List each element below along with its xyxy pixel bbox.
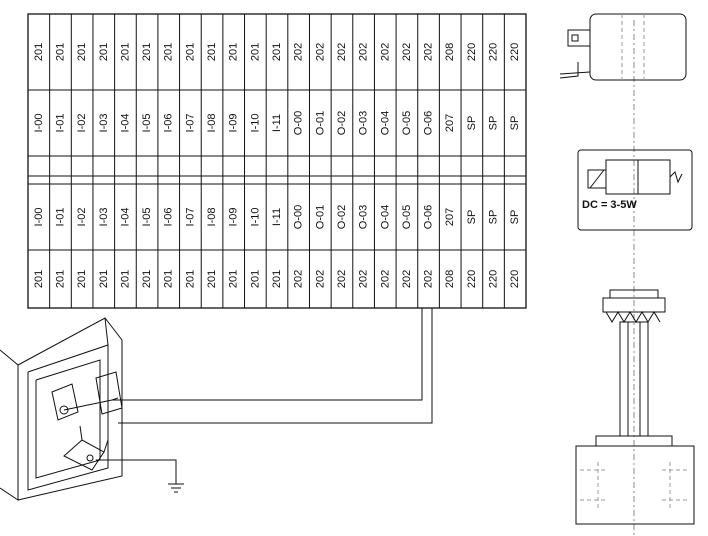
terminal-number: 220 <box>488 270 500 288</box>
terminal-label: SP <box>509 116 521 131</box>
terminal-label: I-08 <box>206 208 218 227</box>
terminal-number: 201 <box>163 270 175 288</box>
terminal-number: 201 <box>184 43 196 61</box>
terminal-label: I-02 <box>76 208 88 227</box>
terminal-label: O-01 <box>314 111 326 135</box>
terminal-number: 201 <box>206 43 218 61</box>
terminal-label: I-05 <box>141 208 153 227</box>
terminal-number: 202 <box>423 43 435 61</box>
terminal-label: SP <box>466 210 478 225</box>
terminal-label: I-01 <box>54 114 66 133</box>
terminal-label: SP <box>488 210 500 225</box>
terminal-number: 201 <box>76 270 88 288</box>
terminal-number: 201 <box>206 270 218 288</box>
terminal-label: I-03 <box>98 114 110 133</box>
connector-plug-illustration <box>0 317 123 501</box>
terminal-label: I-03 <box>98 208 110 227</box>
terminal-number: 202 <box>336 270 348 288</box>
terminal-number: 202 <box>336 43 348 61</box>
terminal-label: O-03 <box>358 111 370 135</box>
terminal-number: 202 <box>293 43 305 61</box>
terminal-label: I-06 <box>163 114 175 133</box>
terminal-number: 202 <box>358 270 370 288</box>
terminal-label: I-06 <box>163 208 175 227</box>
terminal-label: O-00 <box>293 205 305 229</box>
terminal-number: 201 <box>141 270 153 288</box>
terminal-label: I-07 <box>184 114 196 133</box>
terminal-number: 202 <box>314 43 326 61</box>
terminal-label: I-09 <box>228 114 240 133</box>
terminal-number: 202 <box>401 43 413 61</box>
terminal-label: I-09 <box>228 208 240 227</box>
terminal-label: O-04 <box>379 205 391 229</box>
terminal-label: O-06 <box>423 111 435 135</box>
terminal-number: 201 <box>76 43 88 61</box>
terminal-number: 202 <box>423 270 435 288</box>
valve-assembly-illustration: DC = 3-5W <box>559 13 695 536</box>
terminal-number: 202 <box>379 270 391 288</box>
terminal-label: I-01 <box>54 208 66 227</box>
terminal-label: I-04 <box>119 208 131 227</box>
terminal-label: I-11 <box>271 208 283 226</box>
terminal-label: 207 <box>444 208 456 226</box>
terminal-number: 202 <box>358 43 370 61</box>
terminal-number: 201 <box>54 43 66 61</box>
terminal-number: 201 <box>249 270 261 288</box>
terminal-number: 202 <box>293 270 305 288</box>
terminal-number: 201 <box>184 270 196 288</box>
terminal-label: I-11 <box>271 114 283 132</box>
terminal-number: 201 <box>271 43 283 61</box>
terminal-label: O-02 <box>336 205 348 229</box>
terminal-number: 202 <box>379 43 391 61</box>
terminal-label: O-06 <box>423 205 435 229</box>
terminal-number: 220 <box>466 43 478 61</box>
terminal-number: 201 <box>228 270 240 288</box>
terminal-number: 208 <box>444 43 456 61</box>
terminal-label: O-01 <box>314 205 326 229</box>
terminal-number: 201 <box>98 270 110 288</box>
terminal-label: I-08 <box>206 114 218 133</box>
terminal-number: 220 <box>509 270 521 288</box>
terminal-label: I-10 <box>249 208 261 227</box>
terminal-label: I-00 <box>33 208 45 227</box>
terminal-label: SP <box>509 210 521 225</box>
power-rating-note: DC = 3-5W <box>582 199 637 211</box>
terminal-number: 220 <box>509 43 521 61</box>
terminal-number: 202 <box>314 270 326 288</box>
terminal-number: 201 <box>33 270 45 288</box>
terminal-number: 201 <box>119 43 131 61</box>
terminal-number: 201 <box>228 43 240 61</box>
terminal-number: 201 <box>33 43 45 61</box>
ground-icon <box>168 483 184 493</box>
terminal-label: O-00 <box>293 111 305 135</box>
terminal-label: I-10 <box>249 114 261 133</box>
terminal-label: SP <box>466 116 478 131</box>
terminal-label: I-02 <box>76 114 88 133</box>
terminal-label: 207 <box>444 114 456 132</box>
terminal-label: SP <box>488 116 500 131</box>
terminal-number: 220 <box>488 43 500 61</box>
terminal-label: O-04 <box>379 111 391 135</box>
terminal-number: 201 <box>271 270 283 288</box>
terminal-number: 201 <box>163 43 175 61</box>
terminal-label: I-05 <box>141 114 153 133</box>
terminal-label: I-00 <box>33 114 45 133</box>
terminal-number: 220 <box>466 270 478 288</box>
terminal-label: O-05 <box>401 111 413 135</box>
terminal-block-table: 201 201 201 201 201 201 201 201 201 201 201 201 202 2… <box>27 13 527 309</box>
terminal-number: 201 <box>249 43 261 61</box>
terminal-label: O-03 <box>358 205 370 229</box>
terminal-label: I-04 <box>119 114 131 133</box>
terminal-label: O-02 <box>336 111 348 135</box>
terminal-label: I-07 <box>184 208 196 227</box>
terminal-number: 202 <box>401 270 413 288</box>
terminal-number: 208 <box>444 270 456 288</box>
terminal-number: 201 <box>54 270 66 288</box>
wire-connections <box>96 308 433 484</box>
terminal-number: 201 <box>98 43 110 61</box>
terminal-label: O-05 <box>401 205 413 229</box>
terminal-number: 201 <box>119 270 131 288</box>
terminal-number: 201 <box>141 43 153 61</box>
